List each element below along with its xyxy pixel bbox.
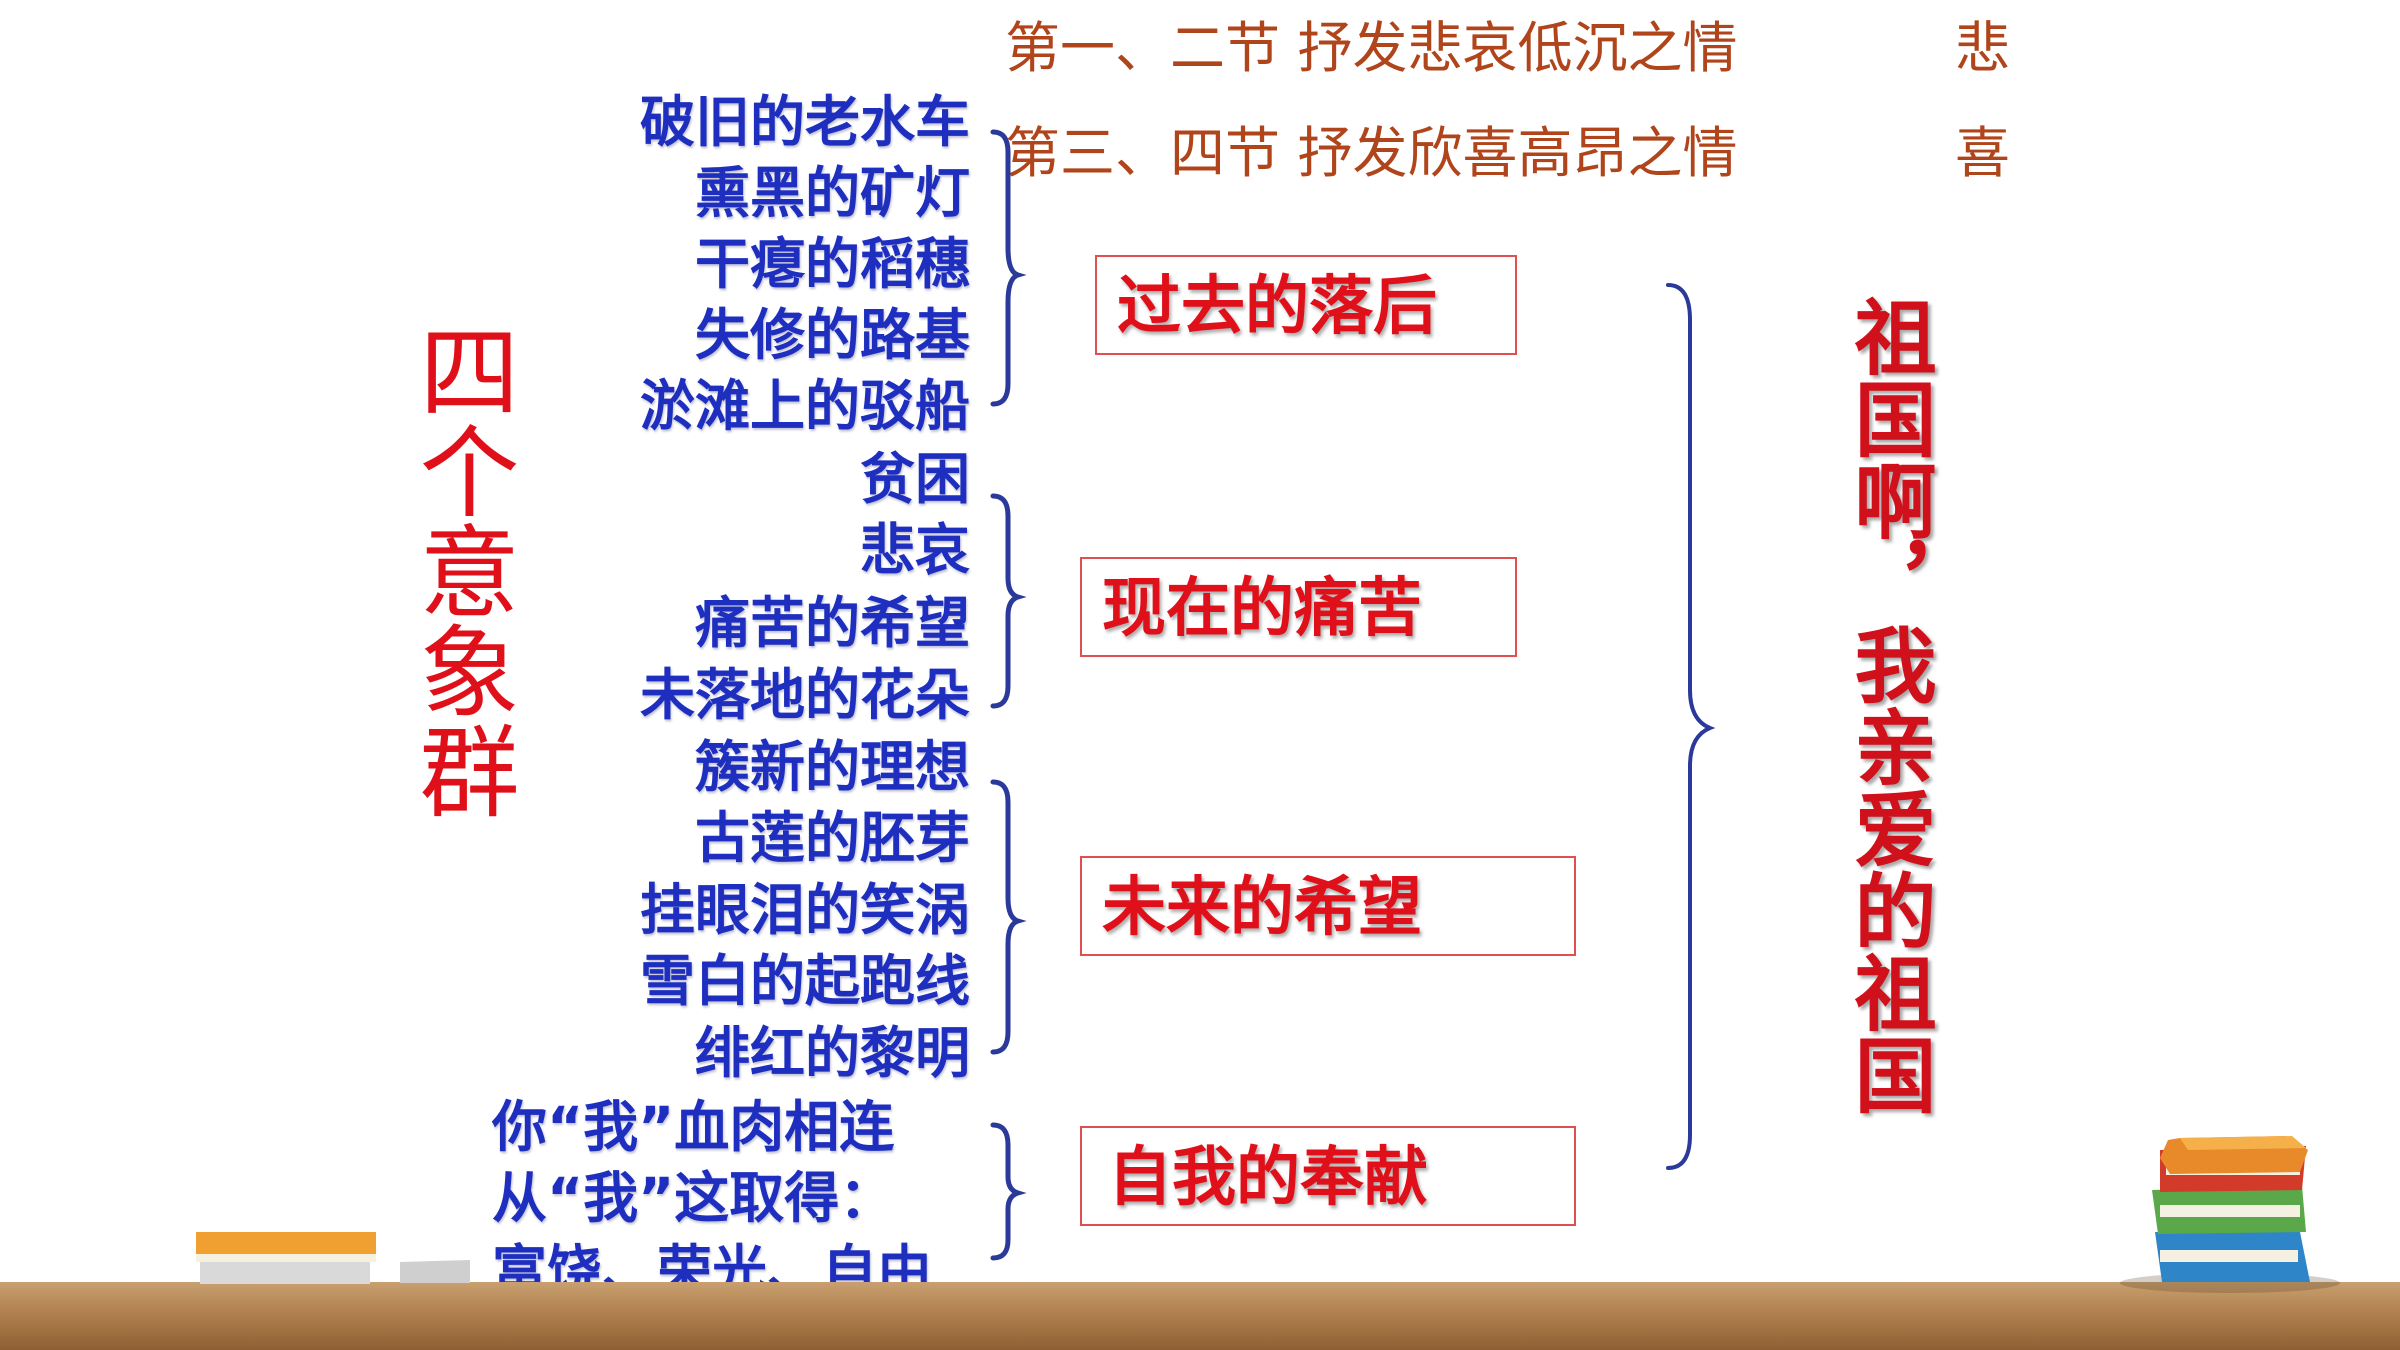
book-stack-icon bbox=[2120, 1136, 2340, 1293]
brace-group-3 bbox=[990, 779, 1027, 1055]
image-item: 痛苦的希望 bbox=[694, 591, 970, 655]
image-item: 簇新的理想 bbox=[694, 735, 970, 799]
title-four-image-groups: 四个意象群 bbox=[402, 320, 519, 820]
section-line-2: 第三、四节 抒发欣喜高昂之情 bbox=[1005, 121, 1738, 185]
image-item: 悲哀 bbox=[859, 518, 970, 582]
image-item: 破旧的老水车 bbox=[639, 90, 970, 154]
image-item: 熏黑的矿灯 bbox=[694, 161, 970, 225]
floor-shelf bbox=[0, 1282, 2400, 1350]
theme-label: 未来的希望 bbox=[1102, 871, 1422, 945]
section-line-1: 第一、二节 抒发悲哀低沉之情 bbox=[1005, 16, 1738, 80]
theme-box-dedication: 自我的奉献 bbox=[1080, 1126, 1576, 1226]
image-item: 失修的路基 bbox=[694, 303, 970, 367]
brace-group-1 bbox=[990, 129, 1027, 407]
image-item: 未落地的花朵 bbox=[639, 663, 970, 727]
theme-label: 现在的痛苦 bbox=[1102, 572, 1422, 646]
section-emotion-1: 悲 bbox=[1955, 16, 2011, 80]
brace-big bbox=[1666, 283, 1716, 1170]
image-item: 古莲的胚芽 bbox=[694, 806, 970, 870]
brace-group-2 bbox=[990, 493, 1027, 709]
motto-vertical: 祖国啊，我亲爱的祖国 bbox=[1840, 295, 1935, 1115]
image-item: 绯红的黎明 bbox=[694, 1021, 970, 1085]
contribution-line: 从“我”这取得： bbox=[492, 1166, 895, 1230]
theme-box-future: 未来的希望 bbox=[1080, 856, 1576, 956]
section-emotion-2: 喜 bbox=[1955, 121, 2011, 185]
brace-group-4 bbox=[990, 1122, 1027, 1261]
theme-box-present: 现在的痛苦 bbox=[1080, 557, 1517, 657]
theme-label: 自我的奉献 bbox=[1108, 1141, 1428, 1215]
image-item: 挂眼泪的笑涡 bbox=[639, 878, 970, 942]
small-books-icon bbox=[196, 1232, 470, 1284]
image-item: 淤滩上的驳船 bbox=[639, 374, 970, 438]
contribution-line: 你“我”血肉相连 bbox=[492, 1095, 895, 1159]
image-item: 贫困 bbox=[859, 447, 970, 511]
theme-box-past: 过去的落后 bbox=[1095, 255, 1517, 355]
image-item: 雪白的起跑线 bbox=[639, 949, 970, 1013]
image-item: 干瘪的稻穗 bbox=[694, 232, 970, 296]
theme-label: 过去的落后 bbox=[1117, 270, 1437, 344]
